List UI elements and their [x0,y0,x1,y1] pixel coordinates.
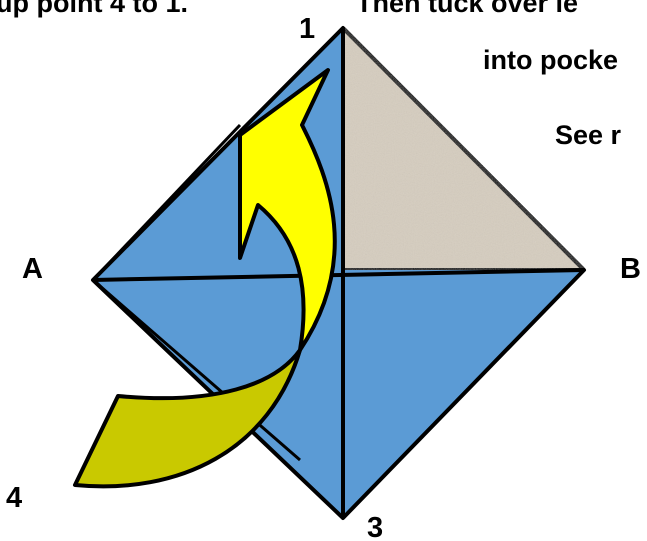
instruction-text-left: up point 4 to 1. [0,0,188,17]
instruction-text-pocket: into pocke [483,47,618,74]
point-label-1: 1 [299,15,315,44]
point-label-3: 3 [367,514,383,541]
point-label-b: B [620,255,641,284]
instruction-text-see: See r [555,122,621,149]
instruction-text-right: Then tuck over le [356,0,578,17]
point-label-a: A [22,255,43,284]
point-label-4: 4 [6,484,22,513]
